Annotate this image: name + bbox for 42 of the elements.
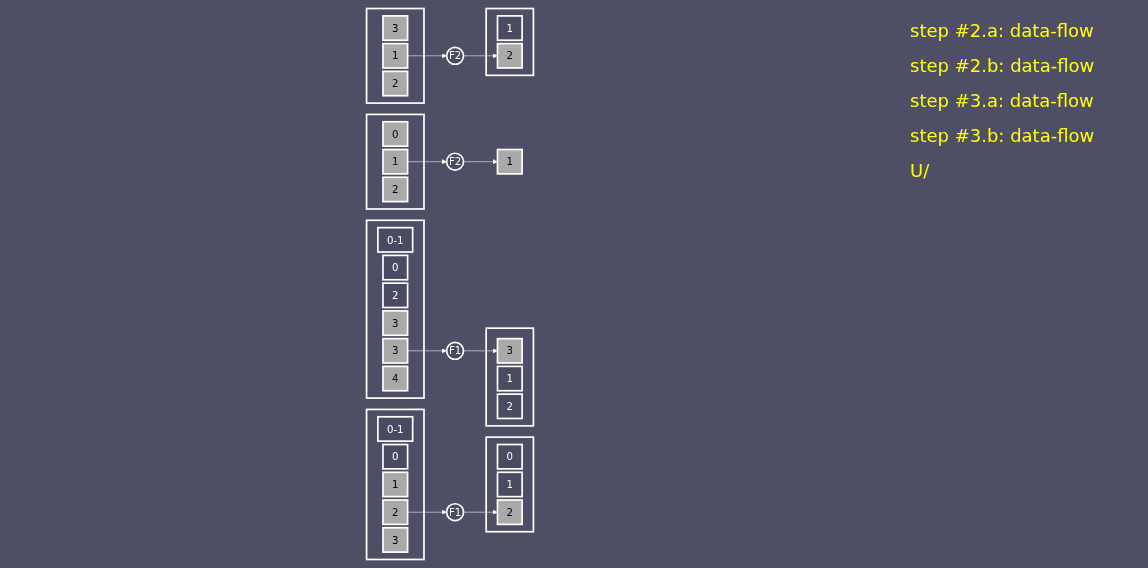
node-box: 3 [382, 526, 409, 553]
node-box: 3 [382, 15, 409, 42]
node-box: 2 [382, 499, 409, 526]
node-box: 0-1 [377, 226, 414, 253]
node-box: 4 [382, 365, 409, 392]
node-box: 2 [382, 282, 409, 309]
node-box: 0 [496, 443, 523, 470]
node-circle: F2 [445, 46, 465, 66]
node-box: 0-1 [377, 415, 414, 442]
node-box: 1 [382, 148, 409, 175]
step-label: step #2.b: data-flow [910, 55, 1096, 76]
cluster [485, 7, 535, 77]
step-label: step #2.a: data-flow [910, 20, 1095, 41]
cluster [365, 113, 425, 210]
step-label: step #3.b: data-flow [910, 125, 1096, 146]
node-box: 3 [382, 310, 409, 337]
node-box: 3 [496, 337, 523, 364]
node-box: 2 [496, 499, 523, 526]
step-label: U/ [910, 160, 931, 181]
cluster [485, 327, 535, 427]
node-box: 1 [496, 148, 523, 175]
node-box: 1 [496, 365, 523, 392]
node-circle: F1 [445, 502, 465, 522]
node-box: 1 [382, 42, 409, 69]
node-box: 1 [382, 471, 409, 498]
cluster [485, 436, 535, 533]
cluster [365, 408, 425, 561]
node-box: 0 [382, 254, 409, 281]
node-box: 0 [382, 120, 409, 147]
node-circle: F1 [445, 341, 465, 361]
node-box: 1 [496, 471, 523, 498]
node-circle: F2 [445, 152, 465, 171]
node-box: 2 [382, 176, 409, 203]
step-label: step #3.a: data-flow [910, 90, 1095, 111]
node-box: 2 [496, 393, 523, 420]
cluster [365, 219, 425, 399]
node-box: 2 [496, 42, 523, 69]
node-box: 0 [382, 443, 409, 470]
node-box: 2 [382, 70, 409, 97]
node-box: 1 [496, 15, 523, 42]
cluster [365, 7, 425, 104]
node-box: 3 [382, 337, 409, 364]
